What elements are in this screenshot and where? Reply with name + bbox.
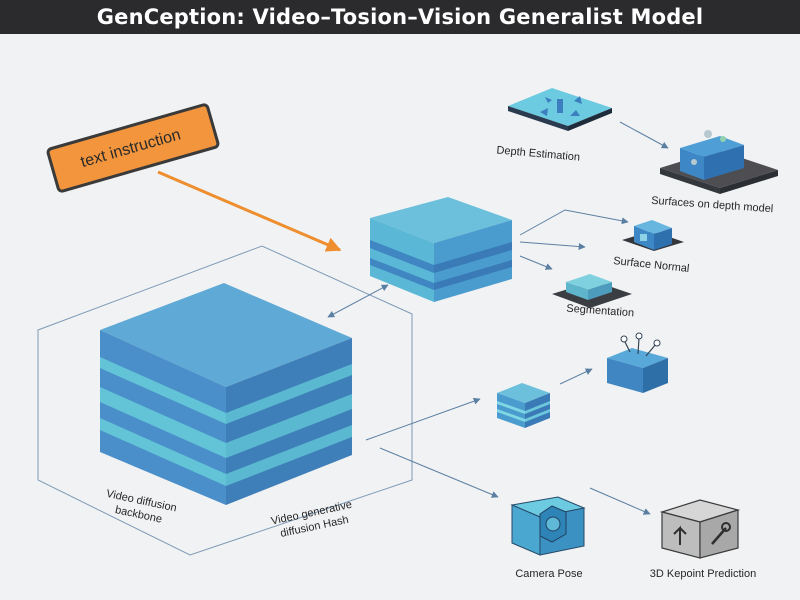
keypoint-cube [607,332,668,393]
depth-estimation-tile [508,88,612,131]
camera-pose-label: Camera Pose [515,568,582,580]
backbone-frame [37,245,413,556]
segmentation-cube [552,274,632,308]
camera-pose-cube [510,496,586,556]
connector-lines [327,121,669,515]
surface-depth-label: Surfaces on depth model [651,195,774,216]
page-title: GenCeption: Video–Tosion–Vision Generali… [0,0,800,34]
middle-cube [370,197,512,302]
head-label: Video generative diffusion Hash [270,499,353,540]
keypoint-prediction-cube [659,499,741,559]
backbone-label: Video diffusion backbone [105,488,178,526]
instruction-arrow [157,170,342,252]
backbone-cube [100,283,352,505]
depth-estimation-label: Depth Estimation [496,144,580,163]
small-striped-cube [497,383,550,428]
surface-depth-model [660,130,778,194]
surface-normal-label: Surface Normal [613,255,690,275]
surface-normal-cube [622,220,684,251]
text-instruction-box [46,103,220,193]
keypoint-prediction-label: 3D Kepoint Prediction [650,568,756,580]
diagram-canvas: text instruction [37,88,778,580]
segmentation-label: Segmentation [566,303,635,320]
